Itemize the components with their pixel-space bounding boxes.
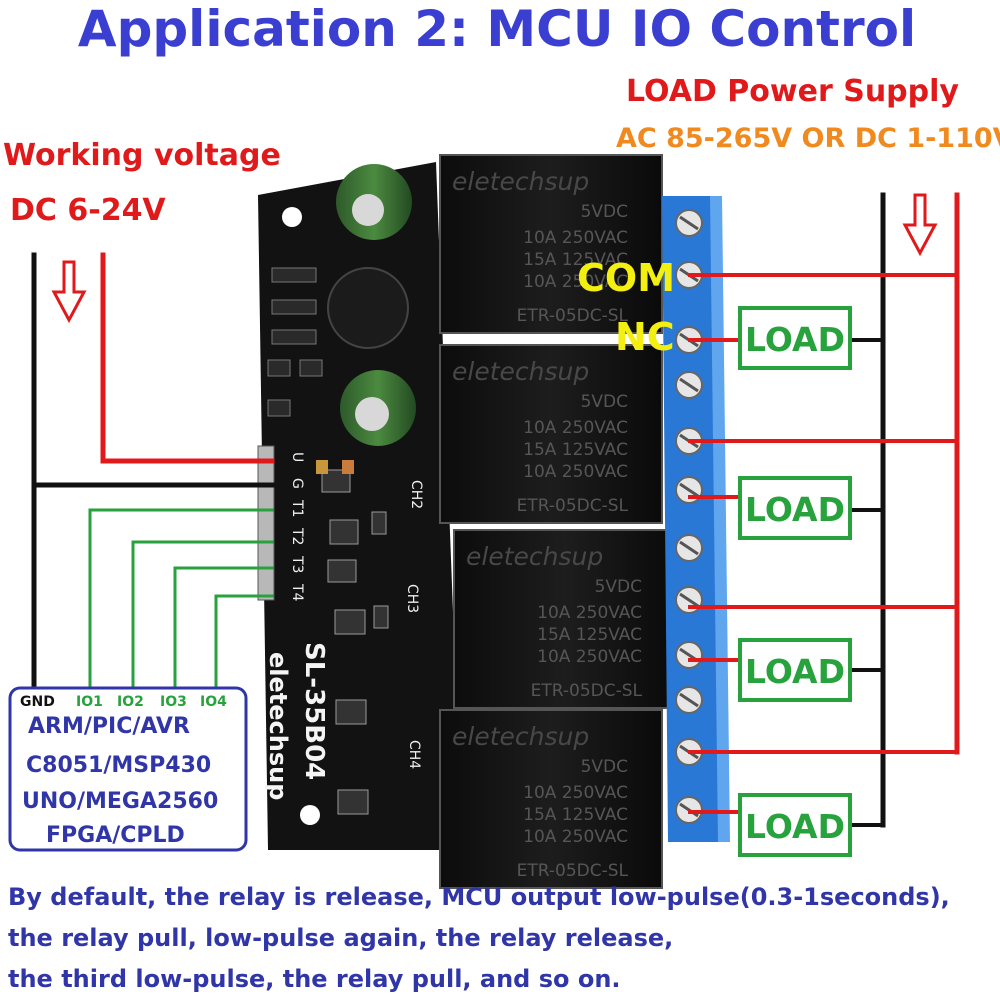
capacitor [340,370,416,446]
header-pin-label: U [289,452,305,462]
mcu-pin-gnd: GND [20,694,55,710]
load-box: LOAD [738,793,852,857]
relay-spec-text: 5VDC [581,757,628,777]
com-label: COM [577,256,675,300]
io3-wire [173,566,274,696]
board-brand: eletechsup [264,652,292,800]
load-box: LOAD [738,638,852,702]
relay-spec-text: 10A 250VAC [523,827,628,847]
terminal-block [662,196,730,842]
mcu-pin-io4: IO4 [200,694,227,710]
pin-header [257,445,275,601]
mount-hole [282,207,302,227]
relay-brand: eletechsup [452,167,589,196]
terminal-screw [675,534,703,562]
header-pin-label: T4 [289,583,305,602]
vcc-wire [100,252,275,464]
relay-spec-text: 10A 250VAC [523,462,628,482]
down-arrow-icon [51,260,87,324]
note-line: the third low-pulse, the relay pull, and… [8,965,621,993]
board-model: SL-35B04 [299,642,329,780]
terminal-screw [675,586,703,614]
working-voltage-value: DC 6-24V [10,193,166,228]
note-line: By default, the relay is release, MCU ou… [8,883,950,911]
relay-spec-text: 10A 250VAC [523,418,628,438]
load-power-value: AC 85-265V OR DC 1-110V [616,123,1000,154]
relay-spec-text: 15A 125VAC [523,250,628,270]
inductor [327,267,409,349]
terminal-screw [675,641,703,669]
relay-brand: eletechsup [452,357,589,386]
mcu-pin-io1: IO1 [76,694,103,710]
relay-spec-text: ETR-05DC-SL [531,681,643,701]
header-pin-label: T1 [289,499,305,517]
relay-brand: eletechsup [452,722,589,751]
load-label: LOAD [745,320,845,359]
terminal-screw [675,686,703,714]
relay-spec-text: 5VDC [595,577,642,597]
channel-label-ch2: CH2 [408,480,424,509]
relay-spec-text: 15A 125VAC [523,440,628,460]
load-box: LOAD [738,476,852,540]
mcu-pin-io3: IO3 [160,694,187,710]
relay-spec-text: 15A 125VAC [537,625,642,645]
channel-label-ch3: CH3 [404,584,420,613]
load-power-label: LOAD Power Supply [626,74,959,109]
load-label: LOAD [745,807,845,846]
working-voltage-label: Working voltage [3,138,281,173]
relay-spec-text: 5VDC [581,202,628,222]
relay-brand: eletechsup [466,542,603,571]
header-pin-label: G [289,478,305,489]
relay-spec-text: 10A 250VAC [523,783,628,803]
relay-spec-text: 10A 250VAC [537,603,642,623]
mcu-platform: FPGA/CPLD [46,823,185,848]
load-box: LOAD [738,306,852,370]
terminal-screw [675,476,703,504]
down-arrow-icon [902,193,938,257]
header-pin-label: T3 [289,555,305,573]
mcu-pin-io2: IO2 [117,694,144,710]
io4-wire [214,594,274,696]
mcu-platform: ARM/PIC/AVR [28,714,190,739]
load-label: LOAD [745,652,845,691]
mcu-platform: C8051/MSP430 [26,753,211,778]
note-line: the relay pull, low-pulse again, the rel… [8,924,673,952]
nc-label: NC [615,315,675,359]
relay-spec-text: 10A 250VAC [523,272,628,292]
mcu-box: GND IO1 IO2 IO3 IO4 ARM/PIC/AVR C8051/MSP430U… [8,686,248,852]
io1-wire [88,508,274,696]
mount-hole [300,805,320,825]
relay-spec-text: ETR-05DC-SL [517,861,629,881]
terminal-screw [675,209,703,237]
header-pin-label: T2 [289,527,305,545]
relay-spec-text: 5VDC [581,392,628,412]
relay-spec-text: 10A 250VAC [537,647,642,667]
relay-spec-text: 15A 125VAC [523,805,628,825]
relay-spec-text: 10A 250VAC [523,228,628,248]
capacitor [336,164,412,240]
io2-wire [131,540,274,696]
load-label: LOAD [745,490,845,529]
terminal-screw [675,371,703,399]
mcu-platform: UNO/MEGA2560 [22,789,218,814]
relay-spec-text: ETR-05DC-SL [517,306,629,326]
channel-label-ch4: CH4 [406,740,422,769]
relay-spec-text: ETR-05DC-SL [517,496,629,516]
diagram-title: Application 2: MCU IO Control [78,0,916,58]
